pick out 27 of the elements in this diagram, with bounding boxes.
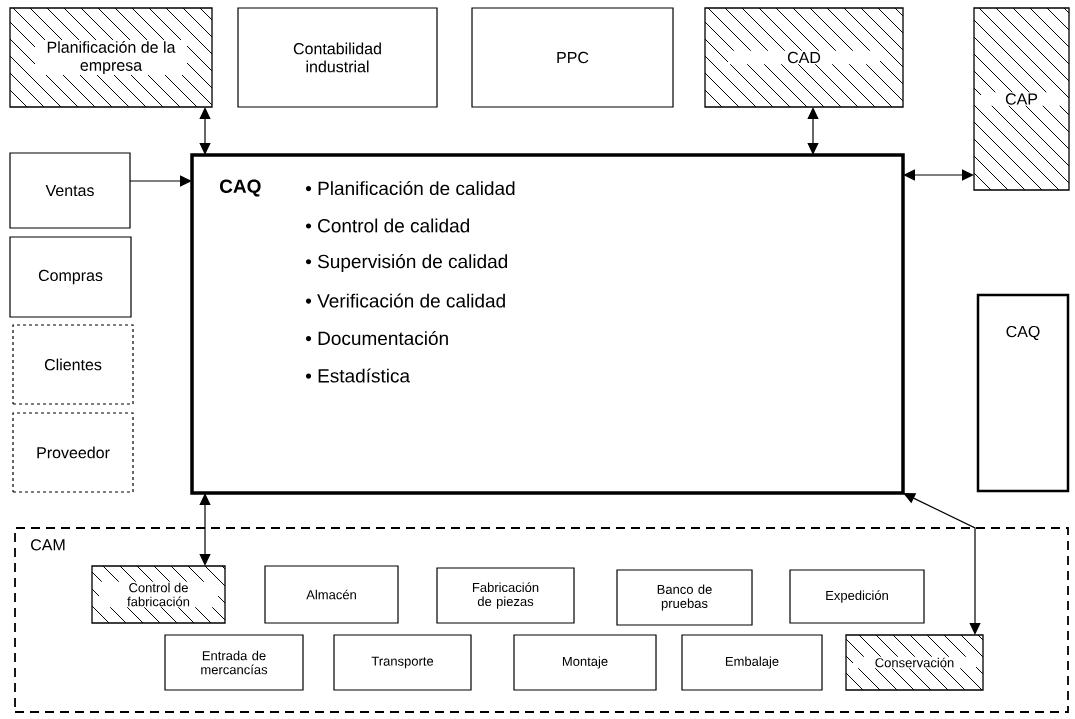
- arrow: [129, 175, 192, 187]
- process-box: Montaje: [513, 634, 657, 691]
- process-box: Entrada de mercancías: [164, 634, 304, 691]
- hatched-box: Conservación: [845, 634, 984, 691]
- process-box: PPC: [471, 7, 674, 108]
- process-box: Fabricación de piezas: [436, 567, 575, 624]
- process-box: Almacén: [264, 565, 399, 624]
- arrow: [903, 493, 981, 635]
- dashed-box: Proveedor: [12, 412, 134, 493]
- process-box: Embalaje: [681, 634, 823, 691]
- arrow: [199, 493, 211, 566]
- hatched-box: CAD: [704, 7, 904, 108]
- process-box: Ventas: [9, 152, 131, 229]
- process-box: Transporte: [333, 634, 472, 691]
- arrow: [807, 107, 819, 155]
- process-box: Compras: [9, 236, 132, 318]
- hatched-box: Planificación de la empresa: [9, 7, 213, 108]
- hatched-box: Control de fabricación: [91, 565, 226, 624]
- process-box: Banco de pruebas: [616, 569, 753, 626]
- dashed-box: Clientes: [12, 324, 134, 405]
- hatched-box: CAP: [973, 7, 1070, 191]
- system-box: CAQ: [976, 293, 1070, 493]
- system-box: CAQ • Planificación de calidad • Control de calidad • Supervisión de calidad • Verificación de calidad • Documentación • Estadística: [190, 153, 905, 495]
- process-box: Expedición: [789, 569, 925, 624]
- process-box: Contabilidad industrial: [237, 7, 438, 108]
- arrow: [903, 169, 974, 181]
- arrow: [199, 107, 211, 155]
